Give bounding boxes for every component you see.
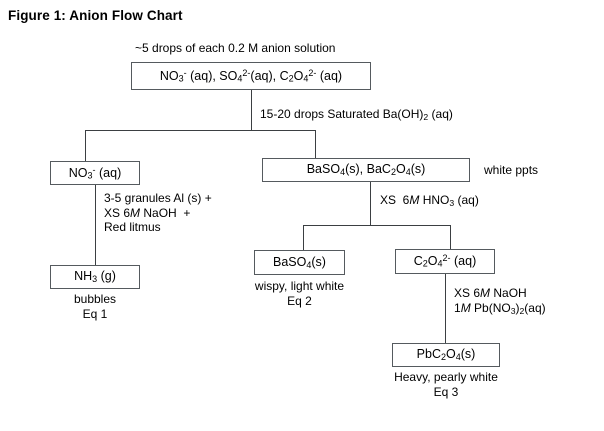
edge-label-aluminum: 3-5 granules Al (s) +XS 6M NaOH +Red lit… — [104, 191, 212, 234]
note-white-precipitates: white ppts — [484, 163, 539, 177]
node-nitrate-box: NO3- (aq) — [50, 161, 140, 185]
node-lead-oxalate-label: PbC2O4(s) — [416, 347, 476, 362]
node-oxalate-label: C2O42- (aq) — [413, 253, 477, 269]
connector-mixture-stem — [251, 90, 252, 130]
figure-title: Figure 1: Anion Flow Chart — [8, 8, 183, 23]
connector-nitrate-to-ammonia — [95, 185, 96, 265]
edge-label-barium-hydroxide: 15-20 drops Saturated Ba(OH)2 (aq) — [260, 107, 453, 122]
connector-split-2-right-drop — [450, 225, 451, 249]
node-lead-oxalate-box: PbC2O4(s) — [392, 343, 500, 367]
node-nitrate-label: NO3- (aq) — [68, 164, 122, 181]
node-ammonia-label: NH3 (g) — [74, 269, 116, 284]
connector-split-1 — [85, 130, 315, 131]
node-ammonia-box: NH3 (g) — [50, 265, 140, 289]
node-barium-sulfate-box: BaSO4(s) — [254, 250, 345, 275]
connector-precipitates-stem — [370, 182, 371, 225]
node-mixture-label: NO3- (aq), SO42-(aq), C2O42- (aq) — [159, 67, 343, 84]
connector-split-1-left-drop — [85, 130, 86, 161]
node-precipitates-label: BaSO4(s), BaC2O4(s) — [306, 162, 426, 177]
node-oxalate-box: C2O42- (aq) — [395, 249, 495, 274]
connector-split-1-right-drop — [315, 130, 316, 158]
node-precipitates-box: BaSO4(s), BaC2O4(s) — [262, 158, 470, 182]
start-caption: ~5 drops of each 0.2 M anion solution — [135, 41, 336, 55]
node-barium-sulfate-label: BaSO4(s) — [273, 254, 326, 270]
connector-split-2-left-drop — [303, 225, 304, 250]
connector-oxalate-to-lead — [445, 274, 446, 343]
node-mixture-box: NO3- (aq), SO42-(aq), C2O42- (aq) — [131, 62, 371, 90]
edge-label-nitric-acid: XS 6M HNO3 (aq) — [380, 193, 479, 208]
connector-split-2 — [303, 225, 450, 226]
